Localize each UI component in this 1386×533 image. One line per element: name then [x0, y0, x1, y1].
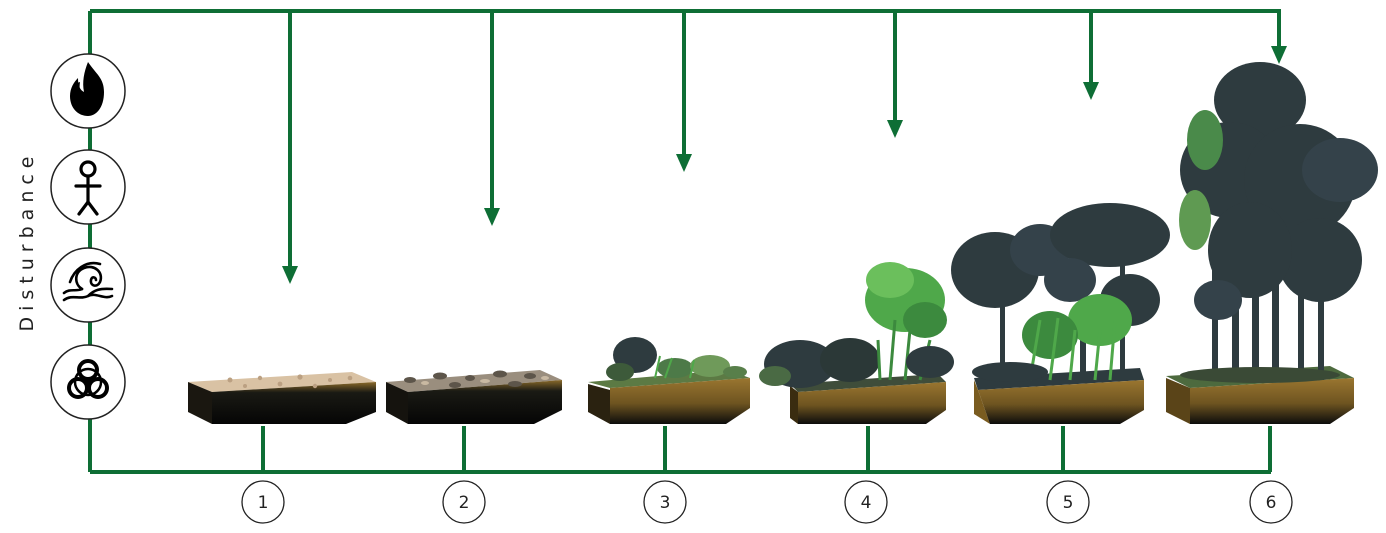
stage-stems [261, 426, 1272, 472]
stage-number-2: 2 [459, 493, 470, 513]
stage-number-3: 3 [660, 493, 671, 513]
stage-3-block [588, 337, 750, 424]
human-icon [50, 149, 126, 225]
stage-5-block [951, 203, 1170, 424]
stage-label-1: 1 [241, 480, 285, 524]
stage-4-vegetation [759, 262, 954, 388]
stage-blocks [188, 62, 1378, 424]
stage-number-4: 4 [861, 493, 872, 513]
stage-4-block [759, 262, 954, 424]
stage-3-vegetation [606, 337, 747, 381]
stage-label-5: 5 [1046, 480, 1090, 524]
stage-2-block [386, 370, 562, 424]
stage-1-block [188, 372, 376, 424]
stage-5-vegetation [951, 203, 1170, 382]
stage-label-2: 2 [442, 480, 486, 524]
fire-icon [50, 53, 126, 129]
stage-6-block [1166, 62, 1378, 424]
stage-labels: 1 2 3 4 5 6 [241, 480, 1293, 524]
stage-label-3: 3 [643, 480, 687, 524]
arrow-stage-3 [676, 11, 692, 172]
stage-label-4: 4 [844, 480, 888, 524]
stage-number-5: 5 [1063, 493, 1074, 513]
wave-icon [50, 247, 126, 323]
stage-number-6: 6 [1266, 493, 1277, 513]
biohazard-icon [50, 344, 126, 420]
stage-number-1: 1 [258, 493, 269, 513]
stage-label-6: 6 [1249, 480, 1293, 524]
arrow-stage-2 [484, 11, 500, 226]
disturbance-arrows [282, 11, 1287, 284]
disturbance-icons [50, 53, 126, 420]
arrow-stage-5 [1083, 11, 1099, 100]
arrow-stage-4 [887, 11, 903, 138]
arrow-stage-1 [282, 11, 298, 284]
arrow-stage-6 [1271, 11, 1287, 64]
stage-6-vegetation [1179, 62, 1378, 383]
